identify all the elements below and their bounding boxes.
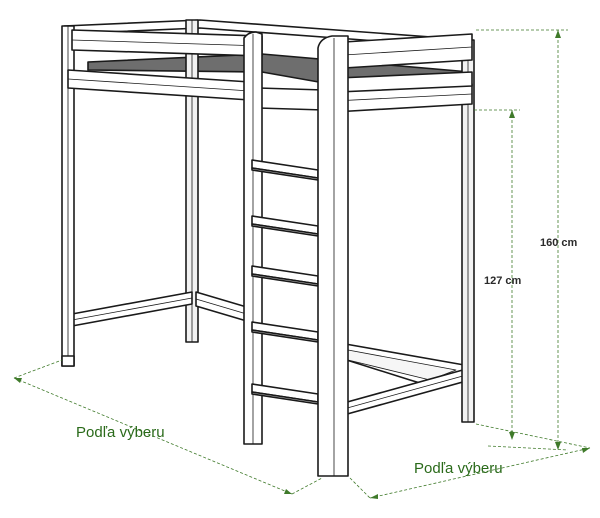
length-line (13, 377, 293, 495)
width-line (369, 447, 591, 499)
width-label: Podľa výberu (414, 460, 503, 477)
height-160-label: 160 cm (540, 237, 578, 249)
height-127-label: 127 cm (484, 275, 522, 287)
dimension-lines (13, 29, 591, 499)
front-right-post (317, 35, 349, 477)
ladder-rail (257, 87, 325, 111)
front-left-foot (61, 355, 75, 367)
length-label: Podľa výberu (76, 424, 165, 441)
